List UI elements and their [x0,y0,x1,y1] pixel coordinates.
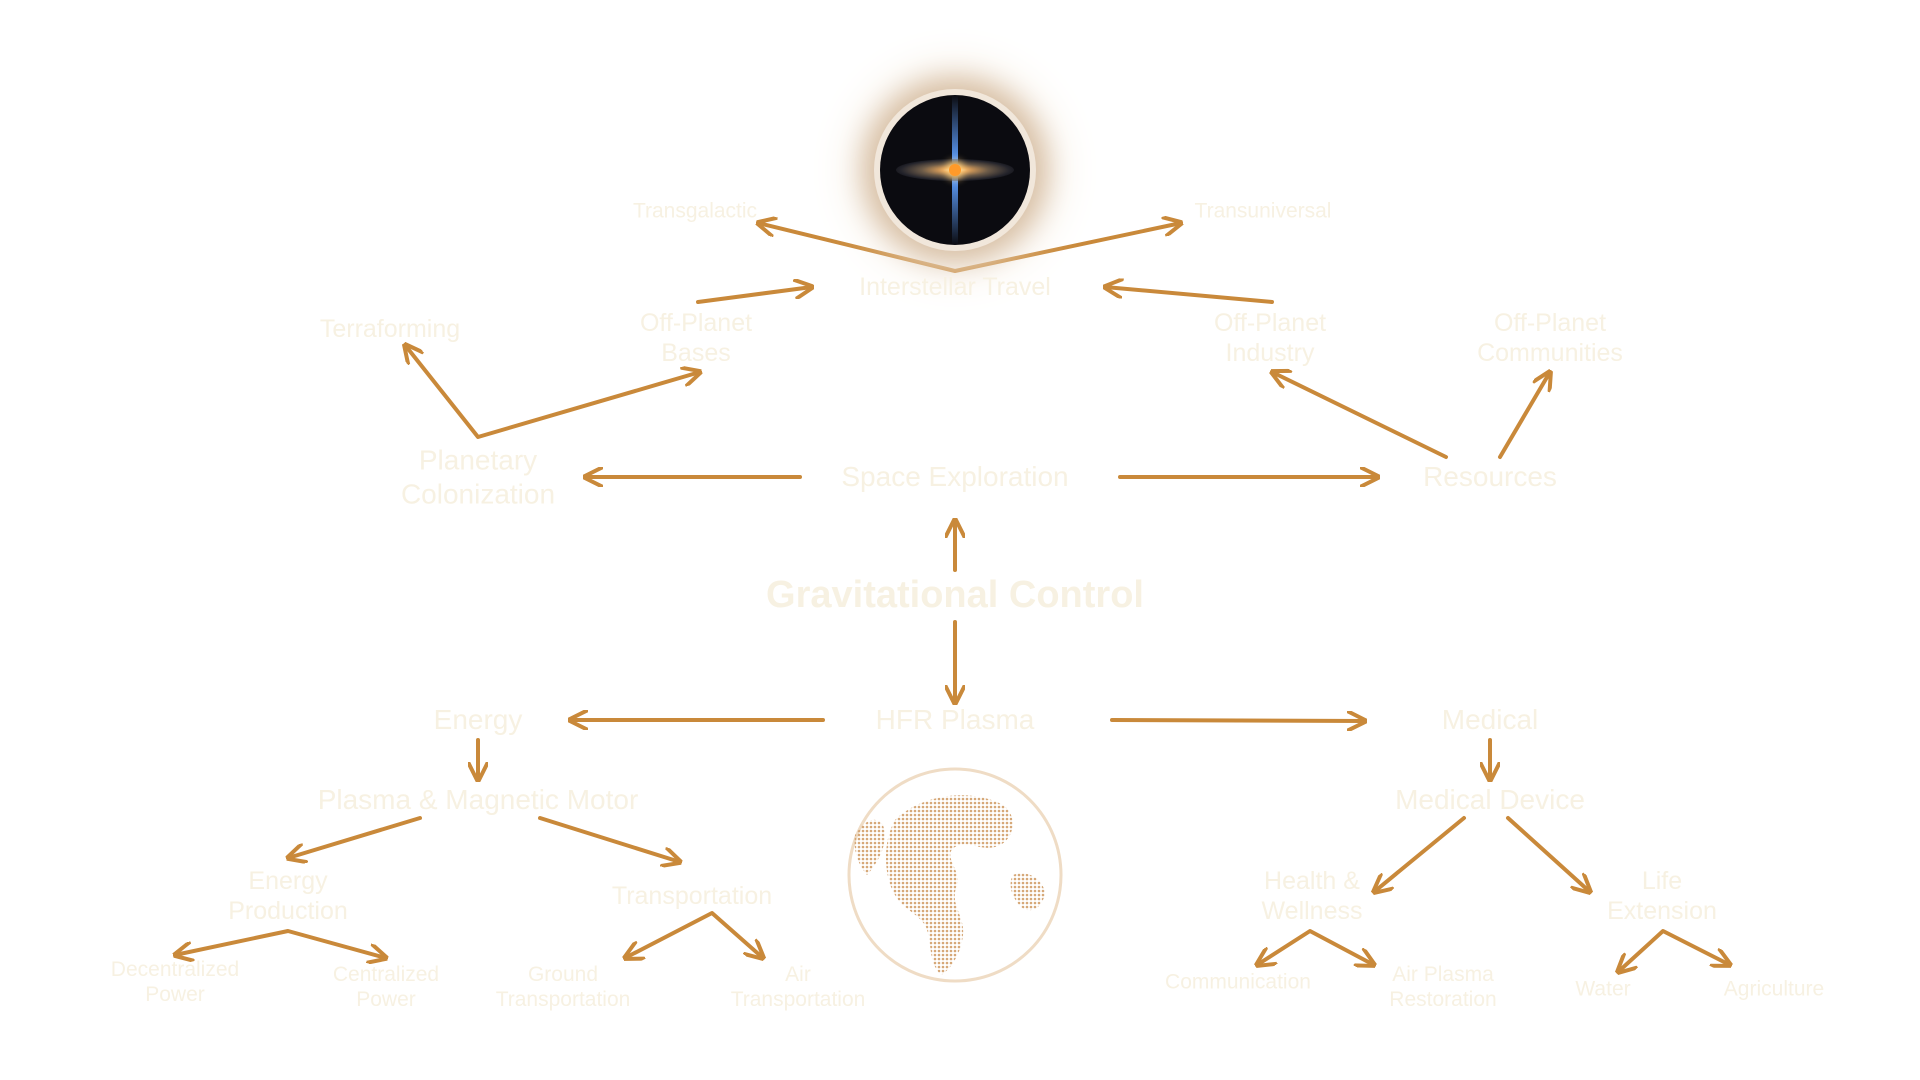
node-off-planet-bases: Off-Planet Bases [639,309,753,367]
arrow-bases-to-interstellar [696,287,812,304]
node-transuniversal: Transuniversal [1194,199,1332,223]
node-air-plasma-restoration: Air Plasma Restoration [1389,962,1497,1011]
node-gravitational-control: Gravitational Control [766,574,1144,617]
arrow-industry-to-interstellar [1105,287,1274,304]
arrow-energy-production-split [175,929,386,958]
node-decentralized-power: Decentralized Power [110,957,240,1006]
node-resources: Resources [1423,461,1557,493]
node-terraforming: Terraforming [319,315,461,343]
arrow-transportation-split [625,911,763,958]
arrow-motor-to-energy-production [288,816,422,858]
node-transgalactic: Transgalactic [632,199,758,223]
dotted-globe-icon [847,767,1063,983]
node-off-planet-industry: Off-Planet Industry [1213,309,1327,367]
arrow-hfr-to-medical [1110,720,1365,721]
node-energy-production: Energy Production [228,867,348,925]
node-air-transportation: Air Transportation [730,962,866,1011]
node-health-wellness: Health & Wellness [1261,867,1363,925]
node-life-extension: Life Extension [1607,867,1717,925]
node-centralized-power: Centralized Power [332,962,440,1011]
node-interstellar-travel: Interstellar Travel [859,273,1051,301]
node-space-exploration: Space Exploration [841,461,1069,493]
arrow-interstellar-to-transgalactic-transuniversal [758,223,1181,273]
node-agriculture: Agriculture [1723,977,1825,1001]
arrow-resources-to-industry [1272,372,1448,459]
node-ground-transportation: Ground Transportation [495,962,631,1011]
arrow-health-split [1257,929,1374,965]
arrow-device-to-life-extension [1506,816,1590,892]
continent-east [1010,873,1045,911]
node-plasma-magnetic-motor: Plasma & Magnetic Motor [317,784,639,816]
arrow-colonization-to-terraforming-bases [405,345,700,439]
arrow-device-to-health-wellness [1374,816,1466,892]
arrow-resources-to-communities [1498,372,1550,459]
node-communication: Communication [1165,970,1311,994]
node-planetary-colonization: Planetary Colonization [400,444,556,509]
arrow-life-extension-split [1618,929,1730,972]
continent-africa-europe [885,795,1013,975]
continent-america [854,819,885,875]
node-medical: Medical [1441,704,1539,736]
node-energy: Energy [433,704,523,736]
node-water: Water [1575,977,1631,1001]
arrow-motor-to-transportation [538,816,680,862]
galaxy-core [949,164,961,176]
node-off-planet-communities: Off-Planet Communities [1477,309,1623,367]
node-hfr-plasma: HFR Plasma [875,704,1035,736]
node-medical-device: Medical Device [1395,784,1585,816]
black-hole-galaxy-icon [880,95,1030,245]
node-transportation: Transportation [611,882,773,910]
